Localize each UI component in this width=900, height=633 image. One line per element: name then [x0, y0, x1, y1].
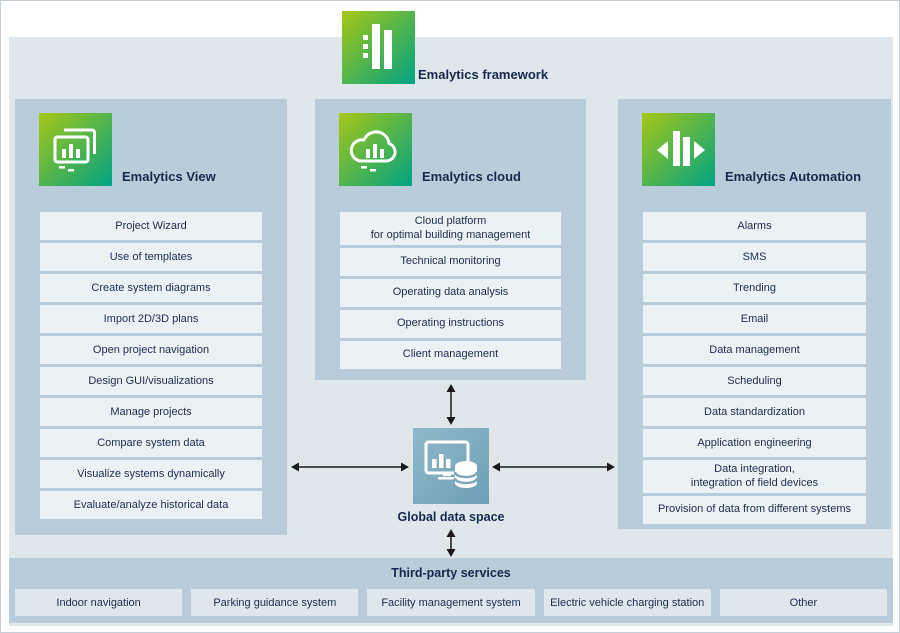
list-item: Data standardization	[643, 398, 866, 426]
list-item: Technical monitoring	[340, 247, 561, 276]
list-item: Manage projects	[40, 398, 262, 426]
framework-label: Emalytics framework	[418, 67, 549, 82]
third-party-panel: Third-party services Indoor navigation Pa…	[9, 558, 893, 623]
third-party-title: Third-party services	[391, 566, 511, 580]
service-item: Facility management system	[367, 589, 535, 616]
list-item: Application engineering	[643, 429, 866, 457]
list-item: SMS	[643, 243, 866, 271]
monitor-stack-icon	[53, 128, 96, 172]
list-item: Data management	[643, 336, 866, 364]
list-item: Cloud platform for optimal building mana…	[340, 212, 561, 245]
service-item: Other	[719, 589, 888, 616]
view-icon	[39, 113, 112, 186]
cloud-icon	[339, 113, 412, 186]
automation-icon	[642, 113, 715, 186]
cloud-bars-icon	[349, 130, 397, 172]
list-item: Provision of data from different systems	[643, 495, 866, 524]
global-data-space-icon	[413, 428, 489, 504]
global-data-space-label: Global data space	[397, 510, 505, 524]
panel-title: Emalytics Automation	[725, 169, 862, 184]
list-item: Operating data analysis	[340, 278, 561, 307]
service-item: Parking guidance system	[191, 589, 359, 616]
list-item: Operating instructions	[340, 309, 561, 338]
list-item: Client management	[340, 340, 561, 369]
list-item: Project Wizard	[40, 212, 262, 240]
list-item: Data integration, integration of field d…	[643, 460, 866, 493]
bars-exchange-arrows-icon	[657, 131, 705, 166]
building-bars-icon	[363, 24, 392, 69]
list-item: Trending	[643, 274, 866, 302]
service-item: Indoor navigation	[15, 589, 183, 616]
list-item: Visualize systems dynamically	[40, 460, 262, 488]
monitor-database-icon	[424, 440, 479, 488]
panel-title: Emalytics cloud	[422, 169, 521, 184]
panel-emalytics-cloud: Emalytics cloud Cloud platform for optim…	[315, 99, 586, 380]
feature-list: Cloud platform for optimal building mana…	[315, 212, 586, 369]
list-item: Email	[643, 305, 866, 333]
list-item: Alarms	[643, 212, 866, 240]
list-item: Import 2D/3D plans	[40, 305, 262, 333]
list-item: Create system diagrams	[40, 274, 262, 302]
third-party-list: Indoor navigation Parking guidance system…	[9, 589, 893, 616]
list-item: Compare system data	[40, 429, 262, 457]
list-item: Design GUI/visualizations	[40, 367, 262, 395]
list-item: Scheduling	[643, 367, 866, 395]
list-item: Open project navigation	[40, 336, 262, 364]
framework-icon	[342, 11, 415, 84]
service-item: Electric vehicle charging station	[543, 589, 711, 616]
list-item: Evaluate/analyze historical data	[40, 491, 262, 519]
panel-title: Emalytics View	[122, 169, 216, 184]
list-item: Use of templates	[40, 243, 262, 271]
